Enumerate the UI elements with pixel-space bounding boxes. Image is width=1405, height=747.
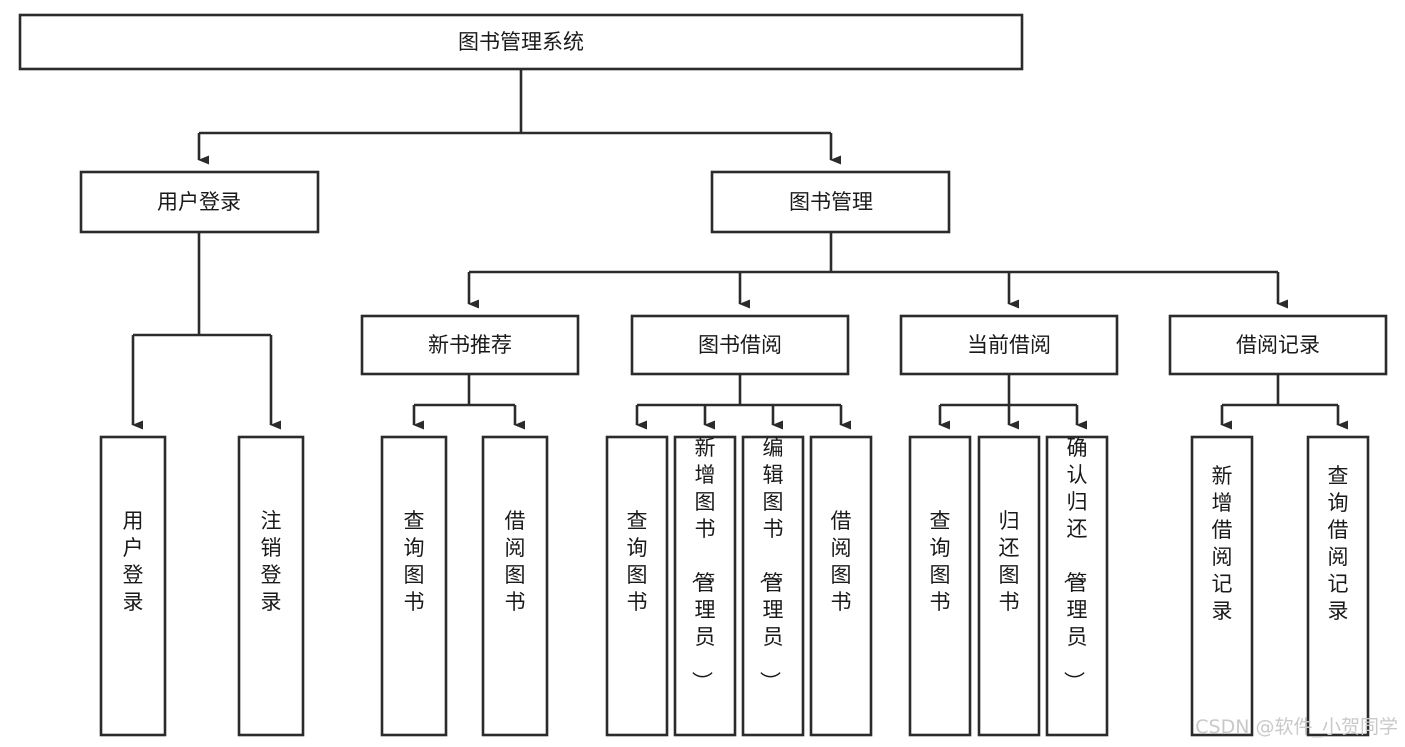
node-leaf-borrow-book-1[interactable]: 借阅图书 bbox=[481, 435, 549, 737]
node-leaf-query-record[interactable]: 查询借阅记录 bbox=[1306, 435, 1370, 737]
node-new-book-recommend[interactable]: 新书推荐 bbox=[360, 314, 580, 376]
node-new-book-recommend-label: 新书推荐 bbox=[428, 333, 512, 357]
node-leaf-query-book-1-label: 查询图书 bbox=[404, 509, 425, 614]
node-leaf-add-book[interactable]: 新增图书（管理员） bbox=[673, 435, 737, 737]
node-leaf-query-book-2[interactable]: 查询图书 bbox=[605, 435, 669, 737]
node-leaf-confirm-return[interactable]: 确认归还（管理员） bbox=[1045, 435, 1109, 737]
node-root[interactable]: 图书管理系统 bbox=[18, 13, 1024, 71]
node-leaf-query-record-label: 查询借阅记录 bbox=[1328, 464, 1349, 623]
node-leaf-borrow-book-2[interactable]: 借阅图书 bbox=[809, 435, 873, 737]
node-leaf-query-book-3[interactable]: 查询图书 bbox=[908, 435, 972, 737]
node-leaf-query-book-1[interactable]: 查询图书 bbox=[380, 435, 448, 737]
node-leaf-return-book[interactable]: 归还图书 bbox=[977, 435, 1041, 737]
node-user-login-label: 用户登录 bbox=[157, 190, 241, 214]
connector-newbook-to-leaves bbox=[412, 374, 525, 430]
connector-currentborrow-to-leaves bbox=[938, 374, 1087, 430]
node-leaf-edit-book-label: 编辑图书（管理员） bbox=[758, 436, 784, 692]
connector-borrowrecord-to-leaves bbox=[1220, 374, 1348, 430]
node-book-borrow[interactable]: 图书借阅 bbox=[630, 314, 850, 376]
node-current-borrow-label: 当前借阅 bbox=[967, 333, 1051, 357]
connector-bookmanage-to-level3 bbox=[467, 232, 1288, 309]
node-book-borrow-label: 图书借阅 bbox=[698, 333, 782, 357]
node-leaf-edit-book[interactable]: 编辑图书（管理员） bbox=[741, 435, 805, 737]
node-book-manage-label: 图书管理 bbox=[789, 190, 873, 214]
node-book-manage[interactable]: 图书管理 bbox=[710, 170, 951, 234]
connector-userlogin-to-leaves bbox=[131, 232, 281, 430]
node-leaf-query-book-2-label: 查询图书 bbox=[627, 509, 648, 614]
node-leaf-add-book-label: 新增图书（管理员） bbox=[690, 436, 716, 692]
node-leaf-return-book-label: 归还图书 bbox=[999, 509, 1020, 614]
node-borrow-record-label: 借阅记录 bbox=[1236, 333, 1320, 357]
node-leaf-logout[interactable]: 注销登录 bbox=[237, 435, 305, 737]
node-borrow-record[interactable]: 借阅记录 bbox=[1168, 314, 1388, 376]
node-leaf-user-login-label: 用户登录 bbox=[123, 509, 144, 614]
csdn-watermark: CSDN @软件_小贺同学 bbox=[1195, 716, 1398, 738]
node-leaf-add-record-label: 新增借阅记录 bbox=[1212, 464, 1233, 623]
node-current-borrow[interactable]: 当前借阅 bbox=[899, 314, 1119, 376]
connector-bookborrow-to-leaves bbox=[635, 374, 851, 430]
connector-root-to-level2 bbox=[197, 69, 841, 165]
node-leaf-borrow-book-1-label: 借阅图书 bbox=[505, 509, 526, 614]
node-leaf-confirm-return-label: 确认归还（管理员） bbox=[1062, 436, 1088, 692]
node-root-label: 图书管理系统 bbox=[458, 30, 584, 54]
node-leaf-query-book-3-label: 查询图书 bbox=[930, 509, 951, 614]
node-leaf-logout-label: 注销登录 bbox=[261, 509, 282, 614]
node-leaf-user-login[interactable]: 用户登录 bbox=[99, 435, 167, 737]
node-leaf-borrow-book-2-label: 借阅图书 bbox=[831, 509, 852, 614]
node-user-login[interactable]: 用户登录 bbox=[79, 170, 320, 234]
node-leaf-add-record[interactable]: 新增借阅记录 bbox=[1190, 435, 1254, 737]
